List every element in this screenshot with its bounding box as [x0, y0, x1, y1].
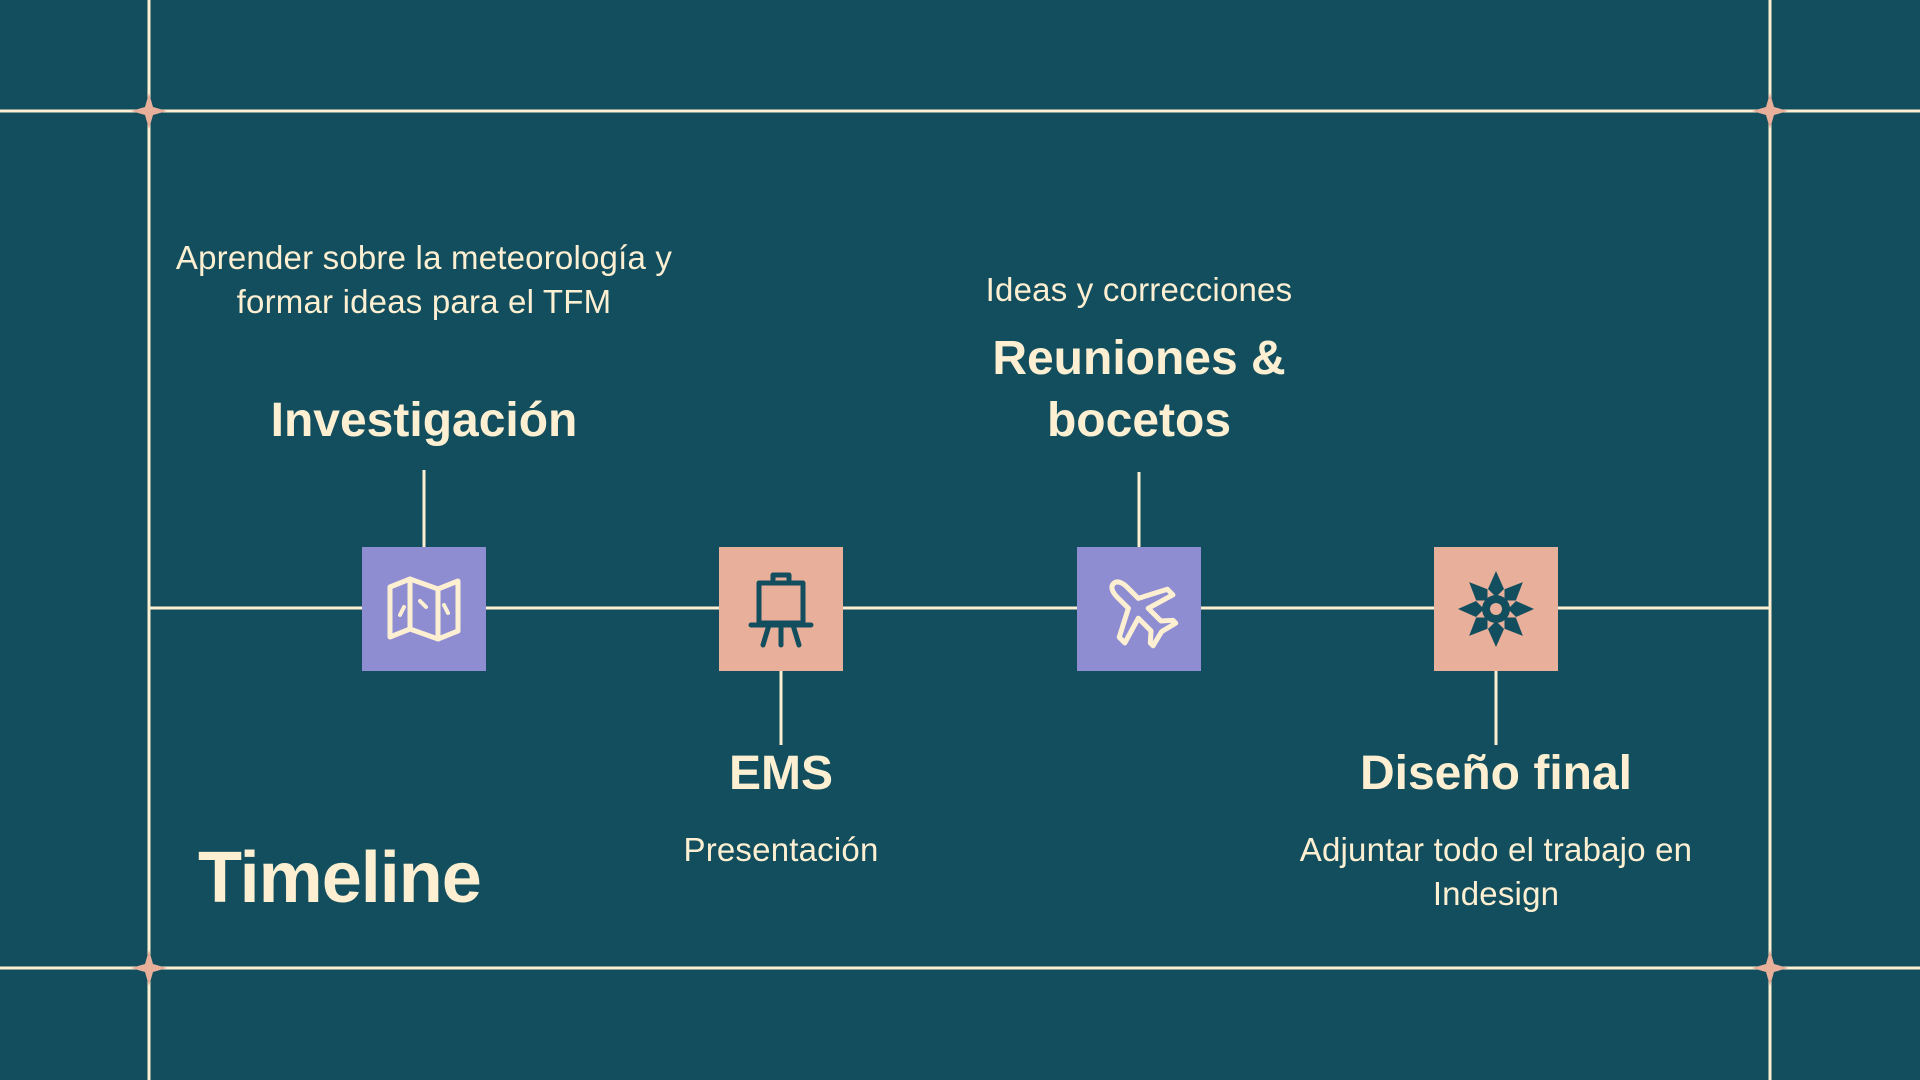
snowflake-icon: [1458, 571, 1534, 647]
milestone-2-box: [719, 547, 843, 671]
milestone-4-heading: Diseño final: [1359, 747, 1633, 800]
milestone-3-heading-block: Reuniones & bocetos: [949, 328, 1329, 452]
milestone-4-heading-block: Diseño final: [1286, 743, 1706, 805]
milestone-4-box: [1434, 547, 1558, 671]
milestone-3-heading: Reuniones & bocetos: [992, 332, 1286, 447]
sparkle-icon: [131, 93, 167, 129]
sparkle-icon: [1752, 950, 1788, 986]
easel-icon: [748, 572, 814, 648]
page-title: Timeline: [198, 838, 482, 918]
milestone-2-heading-block: EMS: [581, 743, 981, 805]
milestone-1-heading-block: Investigación: [174, 390, 674, 452]
milestone-3-box: [1077, 547, 1201, 671]
milestone-3-description: Ideas y correcciones: [985, 271, 1293, 308]
milestone-1-box: [362, 547, 486, 671]
airplane-icon: [1109, 579, 1179, 649]
milestone-1-description: Aprender sobre la meteorología y formar …: [175, 239, 673, 320]
sparkle-icon: [131, 950, 167, 986]
milestone-4-description: Adjuntar todo el trabajo en Indesign: [1299, 831, 1693, 912]
milestone-2-description: Presentación: [683, 831, 879, 868]
milestone-3-description-block: Ideas y correcciones: [919, 268, 1359, 312]
milestone-4-description-block: Adjuntar todo el trabajo en Indesign: [1296, 828, 1696, 916]
milestone-2-heading: EMS: [728, 747, 833, 800]
map-icon: [387, 576, 461, 642]
milestone-1-description-block: Aprender sobre la meteorología y formar …: [174, 236, 674, 324]
sparkle-icon: [1752, 93, 1788, 129]
milestone-2-description-block: Presentación: [581, 828, 981, 872]
milestone-1-heading: Investigación: [270, 394, 578, 447]
